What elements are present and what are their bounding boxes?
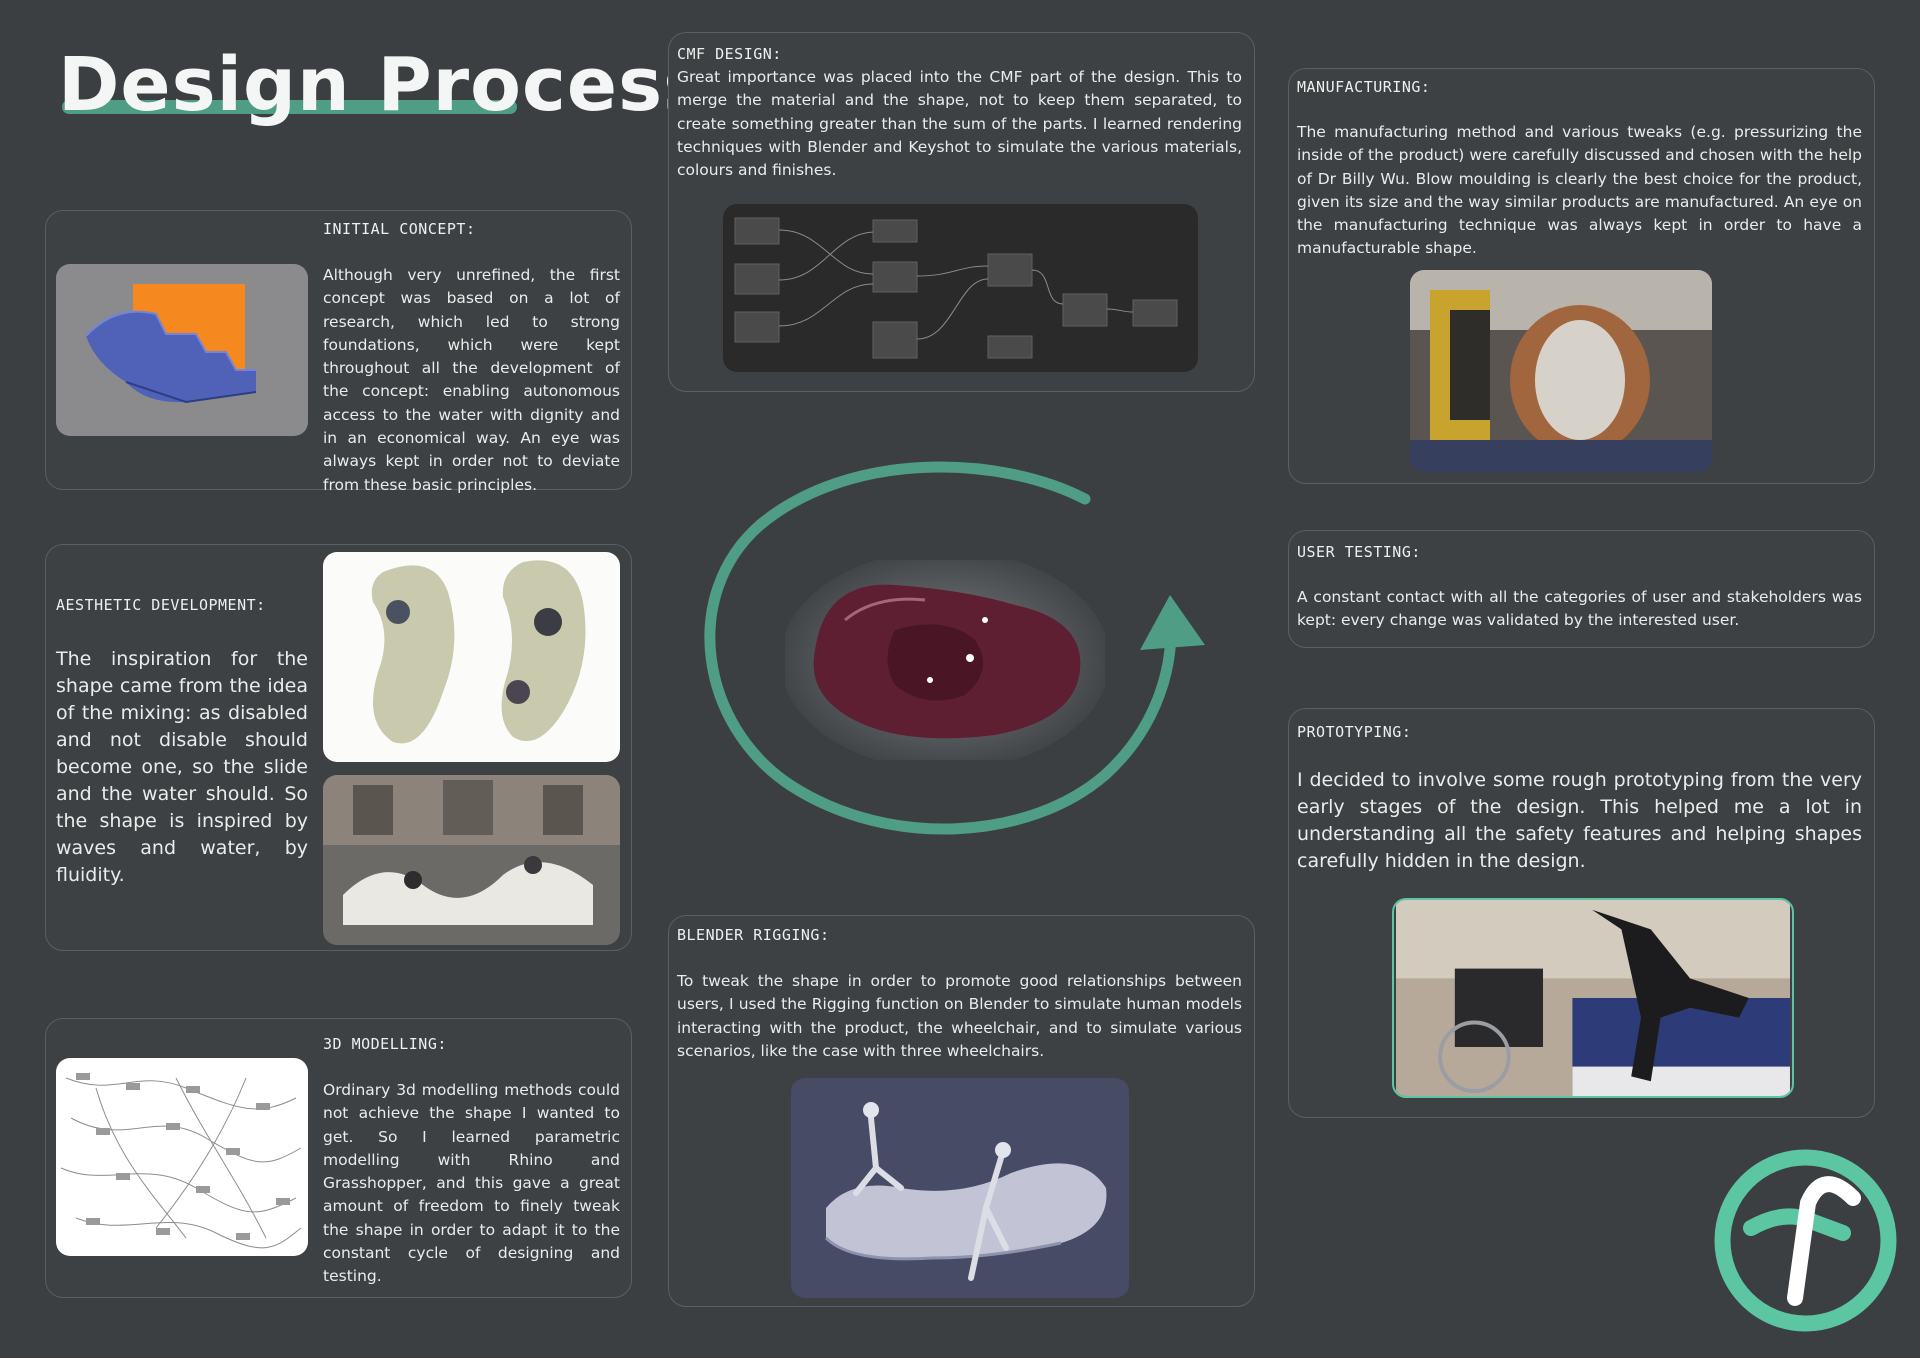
aesthetic-development-heading: AESTHETIC DEVELOPMENT:	[56, 596, 266, 614]
user-testing-heading: USER TESTING:	[1297, 543, 1421, 561]
aesthetic-photo-bench	[323, 775, 620, 945]
rigging-render-image	[791, 1078, 1129, 1298]
rigging-text: To tweak the shape in order to promote g…	[677, 972, 1242, 1060]
rigging-heading: BLENDER RIGGING:	[677, 926, 830, 944]
initial-concept-heading: INITIAL CONCEPT:	[323, 220, 476, 238]
aesthetic-development-text: The inspiration for the shape came from …	[56, 648, 308, 886]
initial-concept-render	[56, 264, 308, 436]
letter-f-circle-logo	[1714, 1149, 1897, 1332]
aesthetic-render-top-view	[323, 552, 620, 762]
panel-user-testing	[1288, 530, 1875, 648]
page-title: Design Process	[58, 42, 709, 128]
manufacturing-text: The manufacturing method and various twe…	[1297, 123, 1862, 258]
manufacturing-heading: MANUFACTURING:	[1297, 78, 1431, 96]
modelling-heading: 3D MODELLING:	[323, 1035, 447, 1053]
cycle-arrow-icon	[704, 461, 1205, 835]
cmf-node-editor-image	[723, 204, 1198, 372]
prototyping-heading: PROTOTYPING:	[1297, 723, 1412, 741]
product-render	[785, 560, 1105, 760]
grasshopper-graph-image	[56, 1058, 308, 1256]
user-testing-text: A constant contact with all the categori…	[1297, 588, 1862, 630]
initial-concept-text: Although very unrefined, the first conce…	[323, 266, 620, 494]
manufacturing-photo	[1410, 270, 1712, 472]
modelling-text: Ordinary 3d modelling methods could not …	[323, 1081, 620, 1286]
cmf-heading: CMF DESIGN:	[677, 45, 782, 63]
prototyping-photo	[1392, 898, 1794, 1098]
prototyping-text: I decided to involve some rough prototyp…	[1297, 769, 1862, 872]
title-underline	[62, 100, 517, 114]
cmf-text: Great importance was placed into the CMF…	[677, 68, 1242, 180]
